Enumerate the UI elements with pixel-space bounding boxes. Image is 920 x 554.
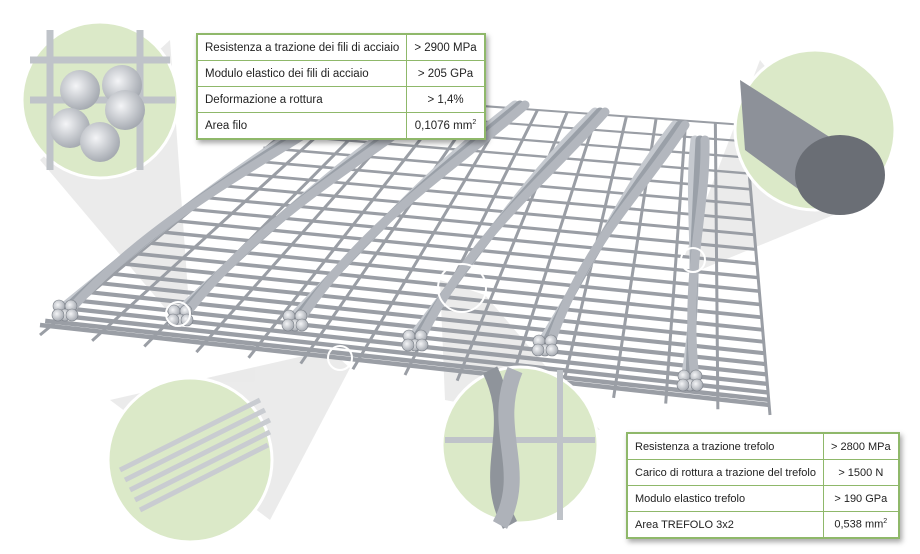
strand-end — [51, 308, 65, 322]
strand-end — [676, 378, 690, 392]
spec-value: > 2900 MPa — [406, 33, 486, 61]
mesh-bar — [39, 322, 771, 408]
callout-wire-bundle — [106, 376, 274, 544]
wire-specs-table: Resistenza a trazione dei fili di acciai… — [196, 33, 486, 140]
spec-label: Deformazione a rottura — [196, 86, 408, 113]
strand-end — [690, 378, 704, 392]
callout-strand-twist — [440, 365, 600, 529]
table-row: Resistenza a trazione dei fili di acciai… — [196, 33, 486, 61]
spec-label: Modulo elastico dei fili di acciaio — [196, 60, 408, 87]
mesh-bar — [664, 120, 688, 404]
spec-value: > 1500 N — [822, 459, 900, 486]
mesh-bar — [247, 102, 450, 359]
unit-exponent: 2 — [883, 518, 888, 526]
mesh-bar — [713, 122, 720, 410]
spec-value-number: 0,1076 mm — [414, 119, 473, 132]
spec-value: 0,1076 mm2 — [406, 112, 486, 140]
strand-end — [531, 343, 545, 357]
callout-wire-surface — [733, 48, 897, 215]
strand-end — [545, 343, 559, 357]
spec-value: > 1,4% — [406, 86, 486, 113]
strand-specs-table: Resistenza a trazione trefolo> 2800 MPa … — [626, 432, 900, 539]
strand-end — [415, 338, 429, 352]
table-row: Deformazione a rottura> 1,4% — [196, 86, 486, 113]
strand-wire — [687, 135, 710, 385]
strand-end — [281, 318, 295, 332]
strand-wire — [545, 120, 690, 350]
callout-wire-section — [20, 20, 180, 180]
table-row: Modulo elastico dei fili di acciaio> 205… — [196, 60, 486, 87]
spec-label: Resistenza a trazione trefolo — [626, 432, 824, 460]
spec-value: > 205 GPa — [406, 60, 486, 87]
table-row: Carico di rottura a trazione del trefolo… — [626, 459, 900, 486]
unit-exponent: 2 — [472, 119, 477, 127]
mesh-bar — [299, 104, 480, 365]
spec-value: > 2800 MPa — [822, 432, 900, 460]
spec-label: Area filo — [196, 112, 408, 140]
mesh-bar — [44, 318, 770, 403]
strand-end — [65, 308, 79, 322]
table-row: Modulo elastico trefolo> 190 GPa — [626, 485, 900, 512]
spec-value-number: 0,538 mm — [834, 518, 884, 531]
strand-wire — [295, 100, 530, 325]
strand-end — [295, 318, 309, 332]
spec-label: Area TREFOLO 3x2 — [626, 511, 824, 539]
spec-label: Resistenza a trazione dei fili di acciai… — [196, 33, 408, 61]
callout-markers — [165, 247, 706, 371]
steel-strands — [51, 100, 710, 392]
spec-value: 0,538 mm2 — [822, 511, 900, 539]
strand-wire — [415, 107, 610, 345]
mesh-bar — [52, 312, 770, 395]
strand-end — [401, 338, 415, 352]
mesh-bar — [351, 107, 510, 371]
mesh-bar — [507, 113, 599, 387]
table-row: Resistenza a trazione trefolo> 2800 MPa — [626, 432, 900, 460]
spec-value: > 190 GPa — [822, 485, 900, 512]
spec-label: Carico di rottura a trazione del trefolo — [626, 459, 824, 486]
spec-label: Modulo elastico trefolo — [626, 485, 824, 512]
